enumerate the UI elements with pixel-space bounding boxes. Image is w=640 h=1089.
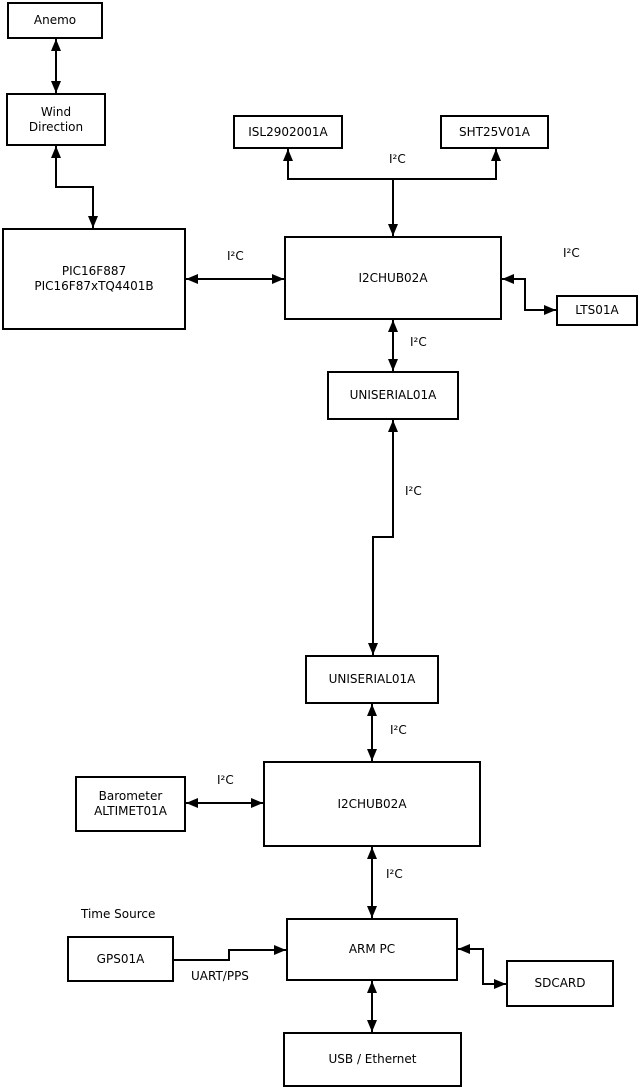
node-wind-direction: Wind Direction (6, 93, 106, 146)
node-i2c-hub-top: I2CHUB02A (284, 236, 502, 320)
node-sdcard-label: SDCARD (534, 976, 586, 990)
node-gps01a-label: GPS01A (96, 951, 145, 966)
node-uniserial-bottom-label: UNISERIAL01A (328, 672, 416, 686)
node-arm-pc: ARM PC (286, 918, 458, 981)
connection-armpc-sdcard (458, 944, 506, 989)
node-sht25v01a-label: SHT25V01A (459, 124, 530, 139)
node-uniserial-bottom: UNISERIAL01A (305, 655, 439, 704)
edge-label-i2c-hub-lts: I²C (563, 246, 580, 260)
node-pic-line2: PIC16F87xTQ4401B (34, 279, 154, 293)
node-gps01a: GPS01A (67, 936, 174, 982)
node-usb-ethernet-label: USB / Ethernet (328, 1052, 417, 1066)
edge-label-uart-pps: UART/PPS (191, 969, 249, 983)
node-arm-pc-label: ARM PC (348, 942, 396, 956)
connection-hub1-lts (502, 274, 556, 315)
node-isl2902001a-label: ISL2902001A (248, 124, 328, 139)
node-i2c-hub-top-label: I2CHUB02A (358, 270, 428, 285)
node-sdcard: SDCARD (506, 960, 614, 1007)
node-usb-ethernet: USB / Ethernet (283, 1032, 462, 1087)
node-pic: PIC16F887 PIC16F87xTQ4401B (2, 228, 186, 330)
node-i2c-hub-bottom: I2CHUB02A (263, 761, 481, 847)
node-barometer: Barometer ALTIMET01A (75, 776, 186, 832)
node-wind-direction-line2: Direction (28, 119, 84, 134)
edge-label-i2c-uniserial-hub2: I²C (390, 723, 407, 737)
node-lts01a: LTS01A (556, 295, 638, 326)
connection-winddirection-pic (51, 146, 98, 228)
node-anemo: Anemo (7, 2, 103, 39)
edge-label-i2c-sensor-branch: I²C (389, 152, 406, 166)
connection-gps-armpc (174, 945, 286, 961)
node-pic-line1: PIC16F887 (61, 264, 127, 278)
node-barometer-line2: ALTIMET01A (94, 804, 167, 818)
annotation-time-source: Time Source (81, 907, 156, 921)
edge-label-i2c-barometer-hub2: I²C (217, 773, 234, 787)
node-barometer-line1: Barometer (98, 789, 163, 803)
node-i2c-hub-bottom-label: I2CHUB02A (337, 796, 407, 811)
node-wind-direction-line1: Wind (40, 104, 72, 119)
edge-label-i2c-pic-hub: I²C (227, 249, 244, 263)
node-isl2902001a: ISL2902001A (233, 115, 343, 149)
node-lts01a-label: LTS01A (575, 303, 619, 317)
edge-label-i2c-hub-uniserial: I²C (410, 335, 427, 349)
connection-uniserial1-uniserial2 (368, 420, 398, 655)
node-anemo-label: Anemo (33, 13, 77, 27)
edge-label-i2c-long-link: I²C (405, 484, 422, 498)
node-sht25v01a: SHT25V01A (440, 115, 549, 149)
node-uniserial-top-label: UNISERIAL01A (349, 388, 437, 402)
edge-label-i2c-hub2-armpc: I²C (386, 867, 403, 881)
node-uniserial-top: UNISERIAL01A (327, 371, 459, 420)
